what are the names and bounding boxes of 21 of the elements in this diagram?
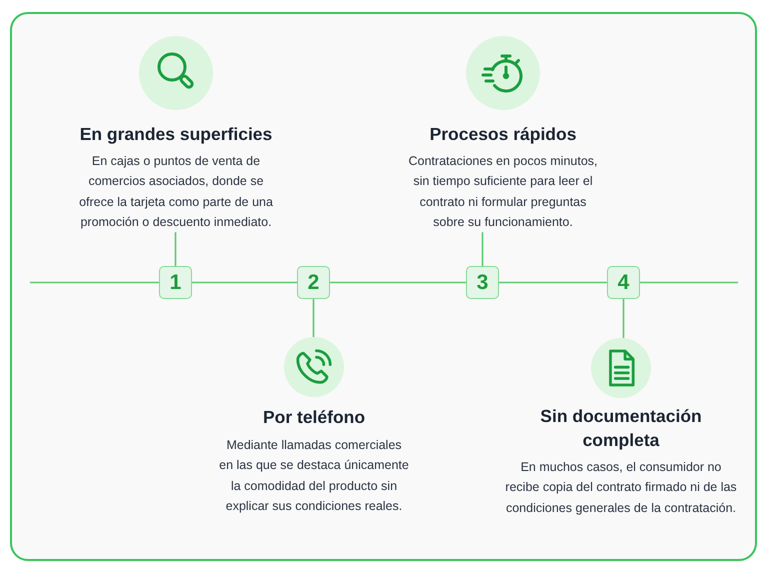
step-number: 1 — [159, 266, 192, 299]
item-description: Mediante llamadas comerciales en las que se destaca únicamente la comodidad del producto sin explicar sus condiciones reales. — [218, 437, 410, 515]
timeline-line — [192, 282, 297, 284]
item-heading: Por teléfono — [262, 406, 366, 429]
connector-line — [174, 232, 176, 266]
step-number: 2 — [297, 266, 330, 299]
connector-line — [482, 232, 484, 266]
item-heading: Sin documentación completa — [539, 405, 703, 452]
step-number: 3 — [466, 266, 499, 299]
connector-line — [622, 299, 624, 338]
timeline-line — [330, 282, 466, 284]
item-heading: Procesos rápidos — [430, 123, 576, 146]
timeline-line — [640, 282, 738, 284]
item-description: En cajas o puntos de venta de comercios asociados, donde se ofrece la tarjeta como parte de una promoción o descuento inmediato. — [78, 153, 274, 231]
item-heading: En grandes superficies — [80, 123, 272, 146]
step-number: 4 — [607, 266, 640, 299]
timeline-line — [499, 282, 607, 284]
item-description: En muchos casos, el consumidor no recibe copia del contrato firmado ni de las condiciones generales de la contratación. — [504, 459, 738, 517]
timeline-line — [30, 282, 159, 284]
connector-line — [312, 299, 314, 337]
item-description: Contrataciones en pocos minutos, sin tiempo suficiente para leer el contrato ni formular preguntas sobre su funcionamiento. — [408, 153, 598, 231]
